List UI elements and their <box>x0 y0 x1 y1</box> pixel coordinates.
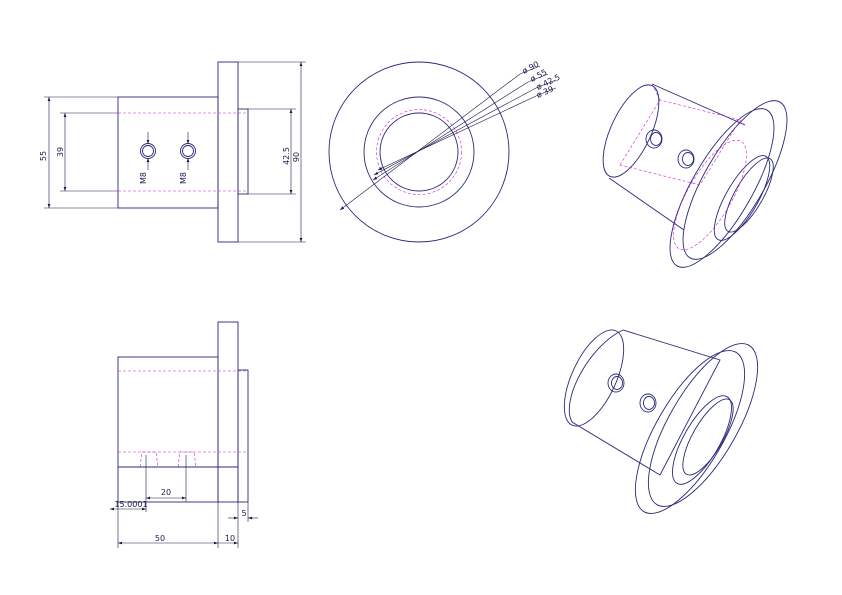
iso2-tapped-hole-1 <box>607 373 625 393</box>
dia-55-leader <box>372 81 529 181</box>
dim-20-label: 20 <box>161 488 171 497</box>
dim-10-label: 10 <box>225 534 235 543</box>
iso1-hidden-ellipse <box>673 139 747 251</box>
iso1-tapped-hole-2-inner <box>682 152 694 166</box>
iso1-tapped-hole-1-inner <box>650 132 662 146</box>
front-tapped-hole-2-inner <box>182 145 194 157</box>
iso2-body-end-ellipse <box>563 329 625 427</box>
thread-2-label: M8 <box>179 172 188 184</box>
iso2-spigot-outer <box>672 395 732 485</box>
dia-90-tail <box>519 65 541 75</box>
iso2-body-outline <box>568 329 721 476</box>
iso1-tapped-hole-2 <box>677 149 695 169</box>
iso1-flange-front <box>669 108 775 268</box>
dia-55-tail <box>527 73 549 83</box>
end-flange-circle <box>328 61 510 243</box>
side-flange-outline <box>217 321 239 503</box>
end-spigot-circle <box>363 96 475 208</box>
dim-50-label: 50 <box>155 534 165 543</box>
end-hidden-circle <box>376 109 462 195</box>
isometric-view-hidden <box>602 83 788 268</box>
thread-1-label: M8 <box>139 172 148 184</box>
iso2-flange-back <box>647 343 759 507</box>
iso2-flange-front <box>634 350 746 514</box>
front-flange-outline <box>217 61 239 243</box>
dia-42-5-leader <box>373 87 537 176</box>
iso1-spigot-inner <box>724 157 774 233</box>
side-body-outline <box>117 356 219 503</box>
dia-39-leader <box>377 95 537 171</box>
iso2-tapped-hole-1-inner <box>611 376 623 390</box>
front-body-outline <box>117 96 219 209</box>
side-spigot-outline <box>237 369 249 503</box>
iso1-hidden-edges <box>651 83 746 126</box>
dia-90-leader <box>339 73 521 211</box>
front-spigot-outline <box>237 108 249 195</box>
iso2-spigot-inner <box>682 398 734 476</box>
dim-90-label: 90 <box>292 152 301 162</box>
dia-42-5-tail <box>535 79 557 89</box>
dim-55-label: 55 <box>39 151 48 161</box>
iso1-hidden-bore <box>619 99 741 186</box>
side-hole-1-hidden <box>139 451 159 468</box>
iso1-spigot-outer <box>713 155 771 241</box>
iso1-flange-back <box>682 100 788 260</box>
iso1-body-end-ellipse <box>602 84 660 178</box>
iso1-tapped-hole-1 <box>645 129 663 149</box>
dim-39-label: 39 <box>56 147 65 157</box>
iso1-body-top-edge <box>651 83 746 126</box>
end-view: ø 90 ø 55 ø 42.5 ø 39 <box>328 60 562 243</box>
iso2-tapped-hole-2 <box>639 393 657 413</box>
front-tapped-hole-1-inner <box>142 145 154 157</box>
side-view: 20 15.0001 5 50 10 <box>110 321 258 548</box>
isometric-view-visible <box>563 329 759 514</box>
iso1-body-bottom-edge <box>608 177 685 231</box>
dim-15-label: 15.0001 <box>114 500 147 509</box>
dim-5-label: 5 <box>241 509 246 518</box>
iso2-tapped-hole-2-inner <box>643 396 655 410</box>
dia-39-tail <box>535 87 557 97</box>
end-bore-circle <box>379 112 459 192</box>
side-hole-2-hidden <box>177 451 197 468</box>
front-view: M8 M8 55 39 42.5 90 <box>39 61 306 243</box>
dim-42-5-label: 42.5 <box>282 147 291 165</box>
